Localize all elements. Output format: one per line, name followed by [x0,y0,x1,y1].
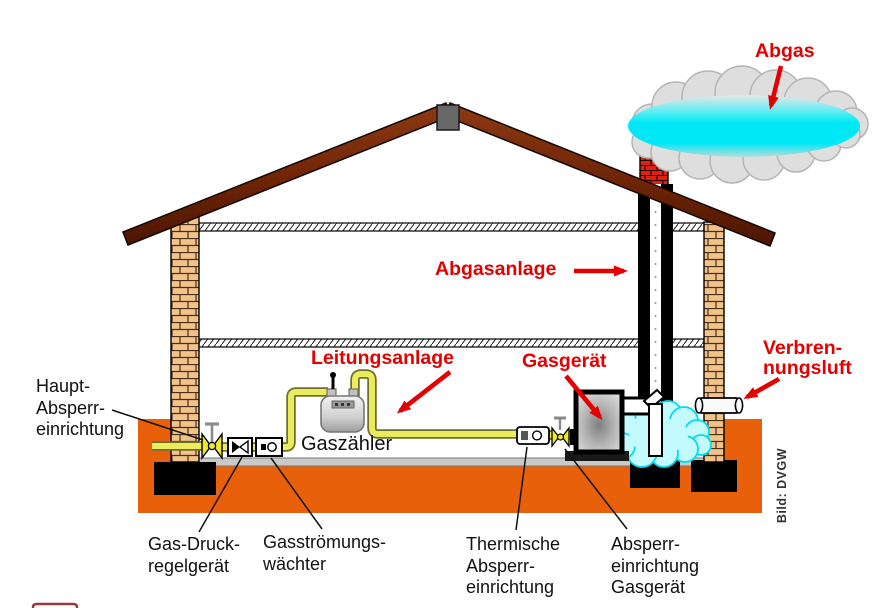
label-verbrennungsluft: Verbren- nungsluft [763,337,852,379]
label-gasgeraet: Gasgerät [522,350,607,372]
label-leitungsanlage: Leitungsanlage [311,347,455,369]
leader-lines [111,409,628,533]
gas-pressure-regulator-icon [227,437,253,457]
thermal-shutoff-icon [516,426,550,445]
image-credit: Bild: DVGW [775,448,789,524]
abgas-arrow [768,65,784,110]
exhaust-cloud [628,65,869,184]
gas-flow-monitor-icon [255,437,283,457]
annotation-arrows [396,65,784,421]
label-thermische-absperreinrichtung: Thermische Absperr- einrichtung [466,534,561,597]
combustion-air-pipe-icon [694,397,744,414]
label-haupt-absperreinrichtung: Haupt- Absperr- einrichtung [36,376,125,439]
gasgeraet-arrow [564,374,603,421]
label-gas-druckregelgeraet: Gas-Druck- regelgerät [148,534,241,576]
label-gaszaehler: Gaszähler [301,433,393,455]
leitungsanlage-arrow [396,370,452,414]
gas-appliance-icon [565,389,629,461]
label-gasstroemungswaechter: Gasströmungs- wächter [263,532,387,574]
verbrennungsluft-arrow [743,376,781,400]
gas-meter-icon [320,372,365,433]
label-abgasanlage: Abgasanlage [435,258,557,280]
page-edge-logo-fragment [31,602,79,608]
roof [122,102,776,247]
chimney [638,151,673,462]
main-shutoff-valve-icon [201,422,223,461]
label-abgas: Abgas [755,40,815,62]
label-absperreinrichtung-gasgeraet: Absperr- einrichtung Gasgerät [611,534,700,597]
